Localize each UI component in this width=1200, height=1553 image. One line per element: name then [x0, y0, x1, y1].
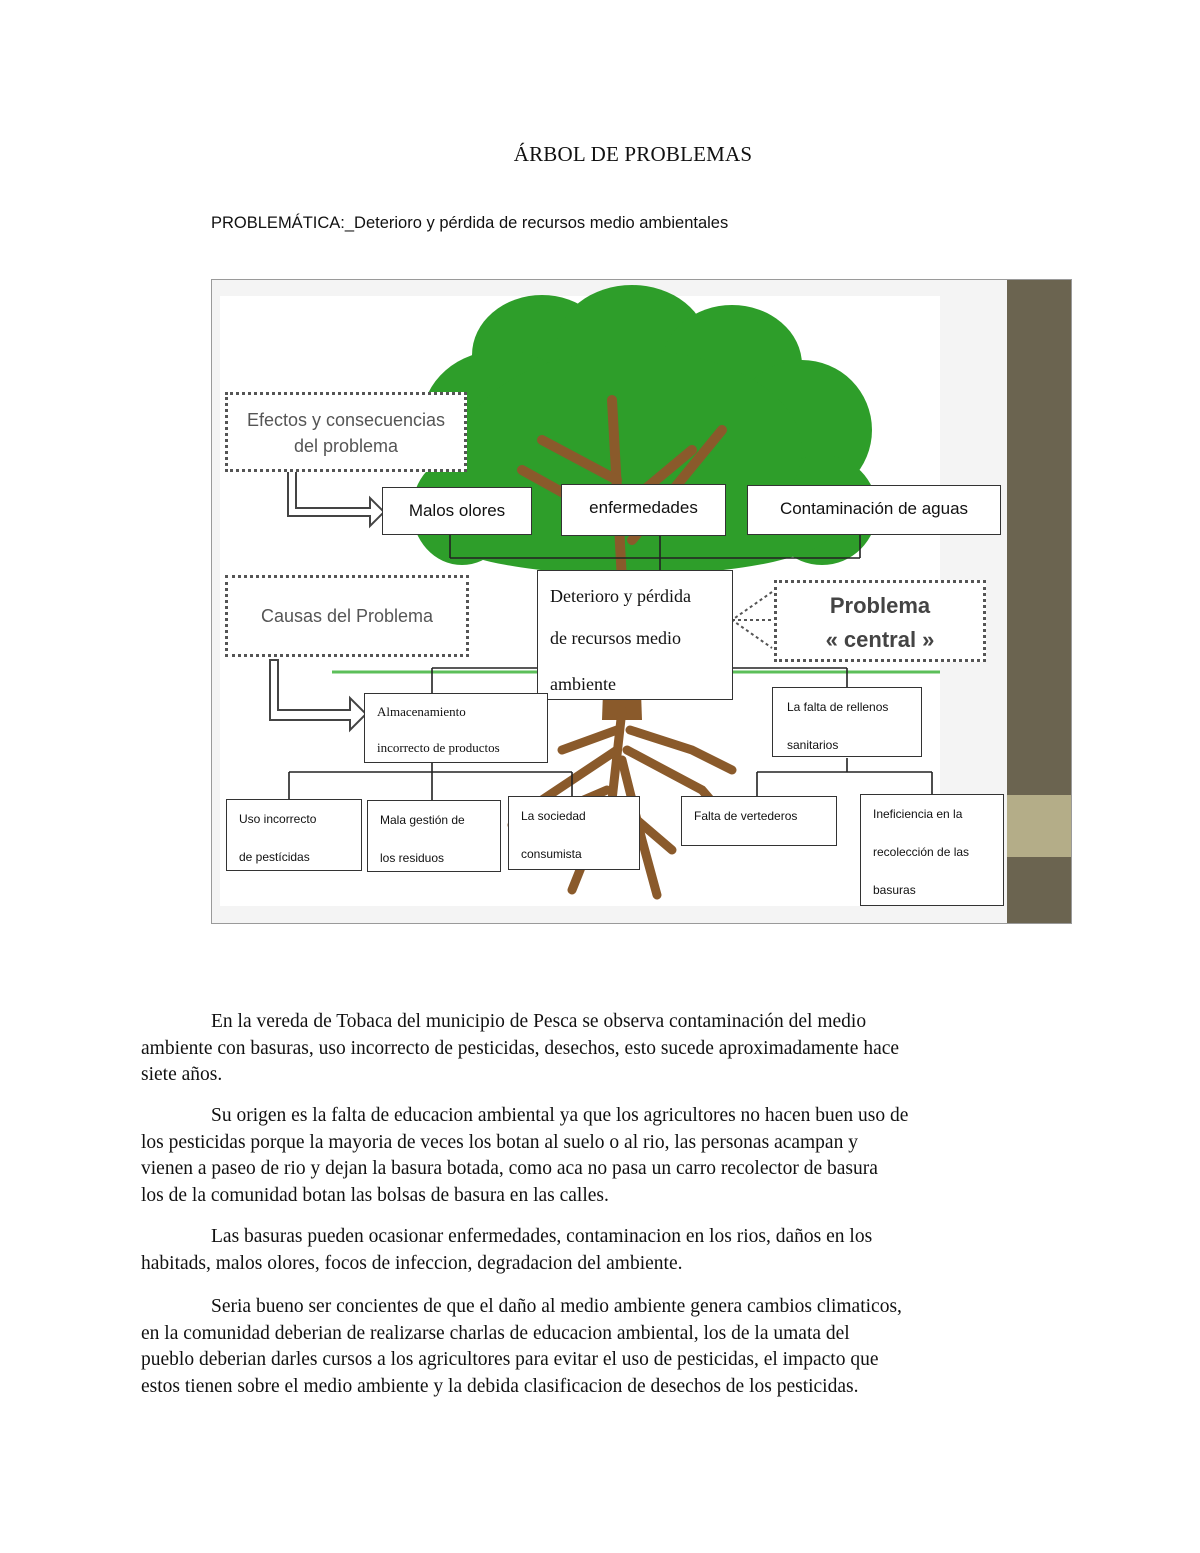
central-problem-box: Deterioro y pérdida de recursos medio am…	[537, 570, 733, 700]
main-cause-line-2: sanitarios	[787, 738, 839, 752]
paragraph-line: en la comunidad deberian de realizarse c…	[141, 1322, 850, 1344]
sub-cause-line-2: recolección de las	[873, 845, 970, 859]
effects-label-line-1: Efectos y consecuencias	[246, 410, 446, 430]
effect-box-enfermedades: enfermedades	[561, 484, 726, 536]
sub-cause-sociedad: La sociedad consumista	[508, 796, 640, 870]
main-cause-line-1: La falta de rellenos	[787, 700, 889, 714]
problem-tree-figure: Efectos y consecuencias del problema Cau…	[211, 279, 1072, 924]
causes-arrow	[269, 659, 368, 733]
sub-cause-line-2: los residuos	[380, 851, 445, 865]
paragraph-line: los pesticidas porque la mayoria de vece…	[141, 1131, 858, 1153]
paragraph-4: Seria bueno ser concientes de que el dañ…	[141, 1294, 1061, 1400]
central-problem-line-3: ambiente	[550, 674, 616, 694]
sub-cause-uso-incorrecto: Uso incorrecto de pestícidas	[226, 799, 362, 871]
causes-label: Causas del Problema	[260, 606, 434, 626]
effect-box-malos-olores: Malos olores	[382, 487, 532, 535]
sub-cause-line-1: Uso incorrecto	[239, 812, 317, 826]
paragraph-line: pueblo deberian darles cursos a los agri…	[141, 1349, 879, 1370]
sub-cause-line-1: Ineficiencia en la	[873, 807, 963, 821]
paragraph-3: Las basuras pueden ocasionar enfermedade…	[141, 1224, 1061, 1277]
central-label-line-2: « central »	[825, 627, 935, 652]
document-title: ÁRBOL DE PROBLEMAS	[513, 142, 753, 166]
sub-cause-line-1: La sociedad	[521, 809, 586, 823]
tree-canopy	[412, 285, 877, 575]
paragraph-1: En la vereda de Tobaca del municipio de …	[141, 1009, 1061, 1089]
paragraph-line: los de la comunidad botan las bolsas de …	[141, 1184, 609, 1206]
problematica-heading: PROBLEMÁTICA:_Deterioro y pérdida de rec…	[211, 214, 729, 232]
causes-label-box: Causas del Problema	[225, 575, 469, 657]
effects-arrow	[287, 469, 386, 529]
paragraph-line: Seria bueno ser concientes de que el dañ…	[211, 1296, 902, 1317]
paragraph-line: ambiente con basuras, uso incorrecto de …	[141, 1037, 900, 1059]
main-cause-line-2: incorrecto de productos	[377, 740, 500, 755]
effect-box-contaminacion: Contaminación de aguas	[747, 485, 1001, 535]
sub-cause-line-1: Falta de vertederos	[694, 809, 798, 823]
paragraph-line: siete años.	[141, 1064, 223, 1085]
sub-cause-mala-gestion: Mala gestión de los residuos	[367, 800, 501, 872]
main-cause-line-1: Almacenamiento	[377, 704, 466, 719]
paragraph-line: Su origen es la falta de educacion ambie…	[211, 1105, 909, 1126]
paragraph-line: habitads, malos olores, focos de infecci…	[141, 1252, 683, 1274]
main-cause-almacenamiento: Almacenamiento incorrecto de productos	[364, 693, 548, 763]
sub-cause-line-1: Mala gestión de	[380, 813, 465, 827]
central-label-box: Problema « central »	[774, 580, 986, 662]
central-problem-line-2: de recursos medio	[550, 628, 681, 648]
effect-label: Contaminación de aguas	[779, 499, 969, 518]
effects-connector	[449, 532, 861, 570]
central-label-line-1: Problema	[829, 593, 931, 618]
sub-cause-vertederos: Falta de vertederos	[681, 796, 837, 846]
paragraph-line: Las basuras pueden ocasionar enfermedade…	[211, 1226, 873, 1247]
main-cause-rellenos: La falta de rellenos sanitarios	[772, 687, 922, 757]
paragraph-line: vienen a paseo de rio y dejan la basura …	[141, 1158, 878, 1179]
effect-label: Malos olores	[408, 501, 506, 520]
paragraph-2: Su origen es la falta de educacion ambie…	[141, 1103, 1061, 1209]
central-problem-line-1: Deterioro y pérdida	[550, 586, 691, 606]
paragraph-line: estos tienen sobre el medio ambiente y l…	[141, 1375, 859, 1397]
effects-label-line-2: del problema	[293, 436, 399, 456]
effects-label-box: Efectos y consecuencias del problema	[225, 392, 467, 472]
sub-cause-line-2: de pestícidas	[239, 850, 310, 864]
sub-cause-ineficiencia: Ineficiencia en la recolección de las ba…	[860, 794, 1004, 906]
sub-cause-line-2: consumista	[521, 847, 582, 861]
sub-cause-line-3: basuras	[873, 883, 916, 897]
effect-label: enfermedades	[589, 498, 698, 517]
tree-illustration	[220, 280, 1071, 923]
side-bar-accent	[1007, 795, 1071, 857]
paragraph-line: En la vereda de Tobaca del municipio de …	[211, 1011, 867, 1032]
